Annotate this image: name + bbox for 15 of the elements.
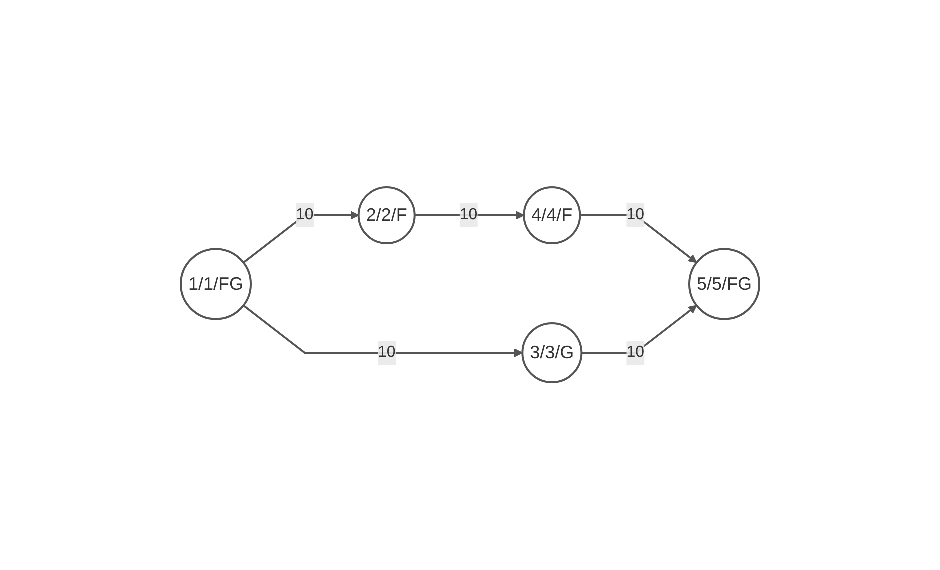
edge-label: 10 (460, 206, 478, 224)
arrow (580, 214, 697, 264)
node-circle: 3/3/G (521, 322, 582, 384)
arrow (414, 211, 524, 220)
node-circle: 1/1/FG (180, 248, 252, 320)
node-circle: 4/4/F (522, 186, 581, 244)
node-circle: 2/2/F (358, 186, 416, 244)
edge-label: 10 (626, 344, 644, 362)
node-circle: 5/5/FG (688, 248, 760, 320)
edge-label: 10 (296, 206, 314, 224)
arrow (242, 304, 523, 358)
arrow (581, 305, 697, 354)
arrow (242, 211, 359, 264)
edge-label: 10 (626, 206, 644, 224)
edge-label: 10 (378, 344, 396, 362)
